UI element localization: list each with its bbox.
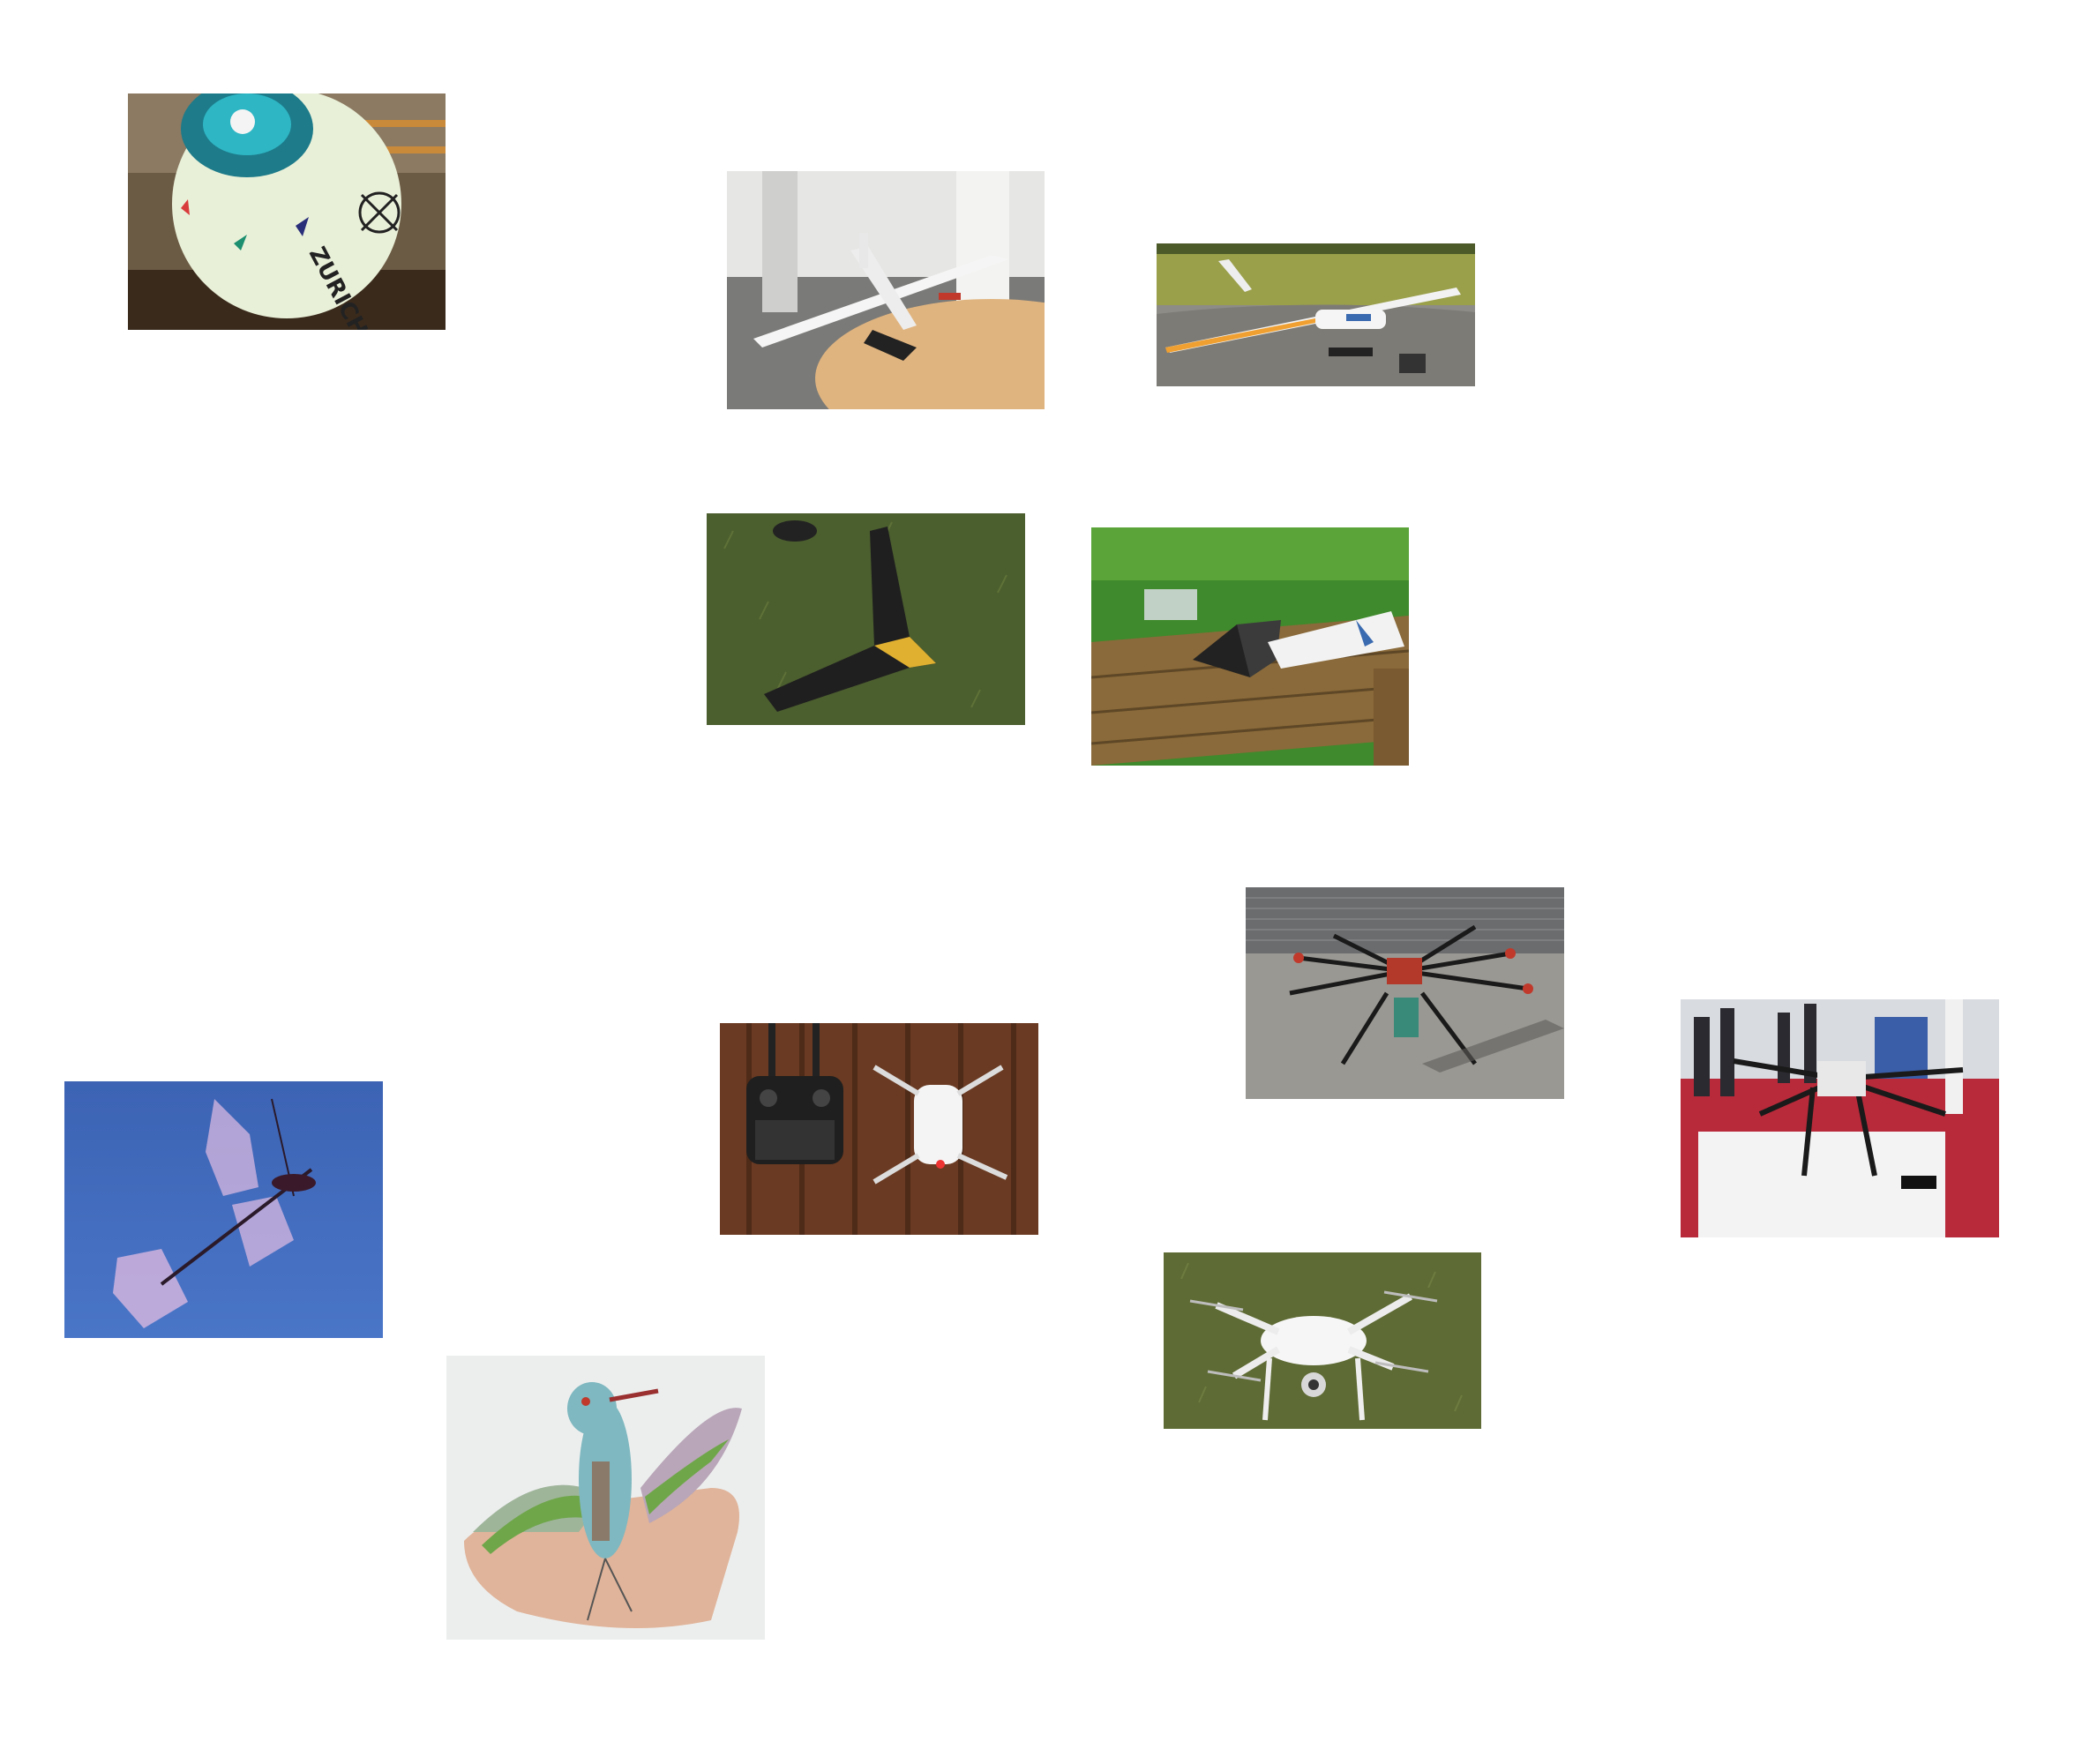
flapping-wing-image bbox=[64, 1081, 383, 1338]
photo-flapping-wing-robot bbox=[64, 1081, 383, 1338]
photo-hummingbird-robot-in-hand bbox=[446, 1356, 765, 1640]
photo-hexacopter-on-tarmac bbox=[1246, 887, 1564, 1099]
octocopter-expo-image bbox=[1681, 999, 1999, 1237]
hexacopter-image bbox=[1246, 887, 1564, 1099]
glider-image bbox=[727, 171, 1045, 409]
laptop-bench-image bbox=[1091, 527, 1409, 766]
photo-laptop-and-plane-on-bench bbox=[1091, 527, 1409, 766]
photo-mini-drone-and-controller bbox=[720, 1023, 1038, 1235]
fixed-wing-image bbox=[1157, 243, 1475, 386]
photo-fixed-wing-on-tarmac bbox=[1157, 243, 1475, 386]
balloon-drone-image: ZURICH bbox=[128, 93, 446, 330]
photo-agricultural-octocopter-expo bbox=[1681, 999, 1999, 1237]
photo-quadcopter-on-grass bbox=[1164, 1252, 1481, 1429]
quadcopter-image bbox=[1164, 1252, 1481, 1429]
photo-glider-on-desk bbox=[727, 171, 1045, 409]
hummingbird-image bbox=[446, 1356, 765, 1640]
flying-wing-image bbox=[707, 513, 1025, 725]
photo-balloon-drone: ZURICH bbox=[128, 93, 446, 330]
photo-flying-wing-on-grass bbox=[707, 513, 1025, 725]
mini-drone-image bbox=[720, 1023, 1038, 1235]
